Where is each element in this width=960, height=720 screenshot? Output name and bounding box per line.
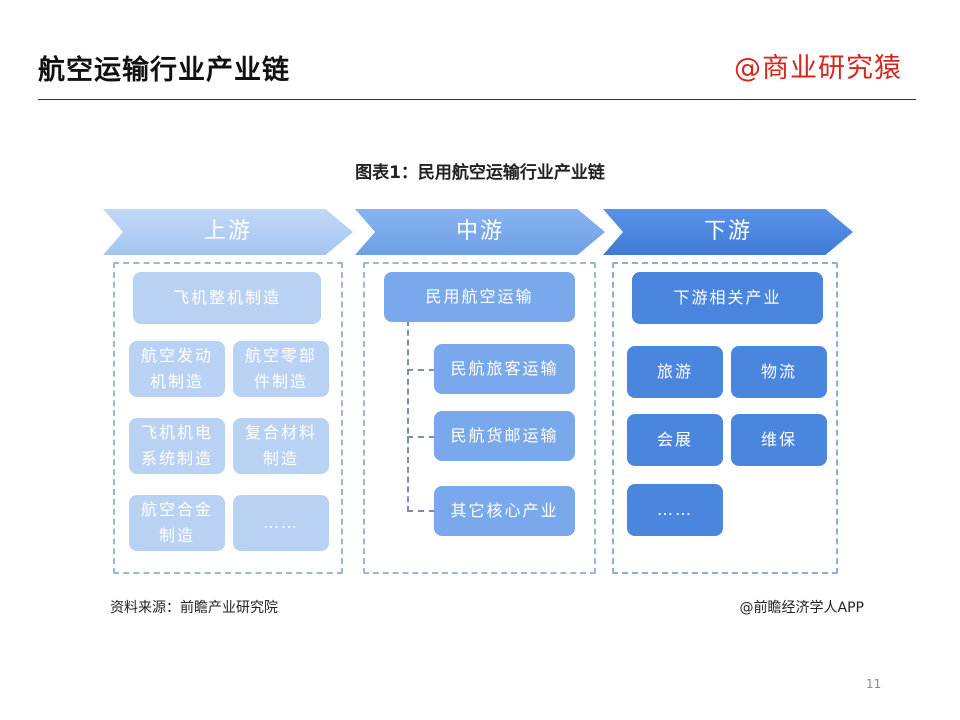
stage-label-midstream: 中游: [455, 219, 504, 244]
stage-arrow-upstream: 上游: [103, 209, 353, 255]
upstream-item: 复合材料制造: [233, 418, 329, 474]
downstream-item: 旅游: [627, 346, 723, 398]
downstream-item: 下游相关产业: [632, 272, 823, 324]
stage-arrow-downstream: 下游: [603, 209, 853, 255]
stage-arrow-midstream: 中游: [355, 209, 605, 255]
upstream-item: 航空零部件制造: [233, 341, 329, 397]
downstream-item: 物流: [731, 346, 827, 398]
figure-title: 图表1：民用航空运输行业产业链: [355, 163, 605, 183]
midstream-item: 民用航空运输: [384, 272, 575, 322]
upstream-item: 航空发动机制造: [129, 341, 225, 397]
source-note: 资料来源：前瞻产业研究院: [110, 600, 278, 616]
source-credit: @前瞻经济学人APP: [739, 600, 864, 616]
midstream-panel: [363, 262, 596, 574]
upstream-item: 航空合金制造: [129, 495, 225, 551]
upstream-item: 飞机整机制造: [133, 272, 321, 324]
upstream-item: ……: [233, 495, 329, 551]
upstream-item: 飞机机电系统制造: [129, 418, 225, 474]
downstream-item: ……: [627, 484, 723, 536]
header-divider: [38, 99, 916, 100]
upstream-panel: [113, 262, 343, 574]
brand-label: @商业研究猿: [734, 53, 902, 84]
downstream-panel: [612, 262, 838, 574]
page-number: 11: [866, 677, 882, 691]
tree-connector: [407, 320, 435, 512]
downstream-item: 会展: [627, 414, 723, 466]
tree-connector-branch: [407, 369, 435, 371]
stage-label-upstream: 上游: [203, 219, 252, 244]
midstream-item: 民航旅客运输: [434, 344, 575, 394]
stage-label-downstream: 下游: [703, 219, 752, 244]
downstream-item: 维保: [731, 414, 827, 466]
slide-title: 航空运输行业产业链: [38, 55, 290, 86]
midstream-item: 其它核心产业: [434, 486, 575, 536]
midstream-item: 民航货邮运输: [434, 411, 575, 461]
tree-connector-branch: [407, 436, 435, 438]
